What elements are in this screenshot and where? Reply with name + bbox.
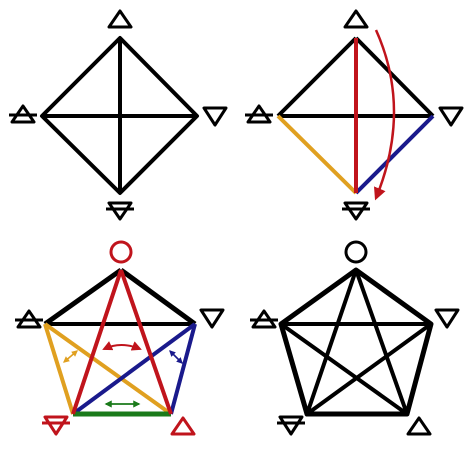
water-symbol-icon xyxy=(202,106,228,127)
water-symbol-icon xyxy=(434,308,460,329)
top-right-edge xyxy=(354,36,435,118)
red-diagonal-left xyxy=(71,269,123,415)
pentagon-top-right-edge xyxy=(119,267,197,327)
spirit-symbol-icon xyxy=(109,240,133,264)
blue-double-arrow xyxy=(169,350,183,364)
pentagram-star xyxy=(279,269,433,416)
earth-symbol-icon xyxy=(342,201,370,221)
air-symbol-icon xyxy=(15,309,43,329)
pentagon-outline xyxy=(278,267,434,417)
bottom-right-edge-blue xyxy=(354,114,435,195)
panel-bottom-right xyxy=(250,240,460,436)
fire-symbol-icon xyxy=(170,416,196,436)
earth-symbol-icon xyxy=(106,201,134,221)
panel-top-right xyxy=(245,9,464,221)
rotation-arrow xyxy=(373,29,396,201)
fire-symbol-icon xyxy=(107,9,133,29)
left-edge-orange xyxy=(43,323,75,415)
water-symbol-icon xyxy=(199,308,225,329)
orange-double-arrow xyxy=(63,350,78,363)
air-symbol-icon xyxy=(245,104,273,124)
fire-symbol-icon xyxy=(343,9,369,29)
blue-diagonal xyxy=(71,322,197,416)
red-diagonal-right xyxy=(119,269,173,415)
orange-diagonal xyxy=(43,322,173,416)
air-symbol-icon xyxy=(250,309,278,329)
red-double-arrow xyxy=(102,341,142,351)
bottom-left-edge-orange xyxy=(276,114,358,195)
fire-symbol-icon xyxy=(406,416,432,436)
panel-bottom-left xyxy=(15,240,225,436)
pentagon-top-left-edge xyxy=(43,267,123,327)
top-left-edge xyxy=(276,36,358,118)
earth-symbol-icon xyxy=(277,415,305,436)
right-edge-blue xyxy=(169,323,197,415)
spirit-symbol-icon xyxy=(344,240,368,264)
panel-top-left xyxy=(9,9,228,221)
air-symbol-icon xyxy=(9,104,37,124)
earth-symbol-icon xyxy=(42,415,70,436)
water-symbol-icon xyxy=(438,106,464,127)
